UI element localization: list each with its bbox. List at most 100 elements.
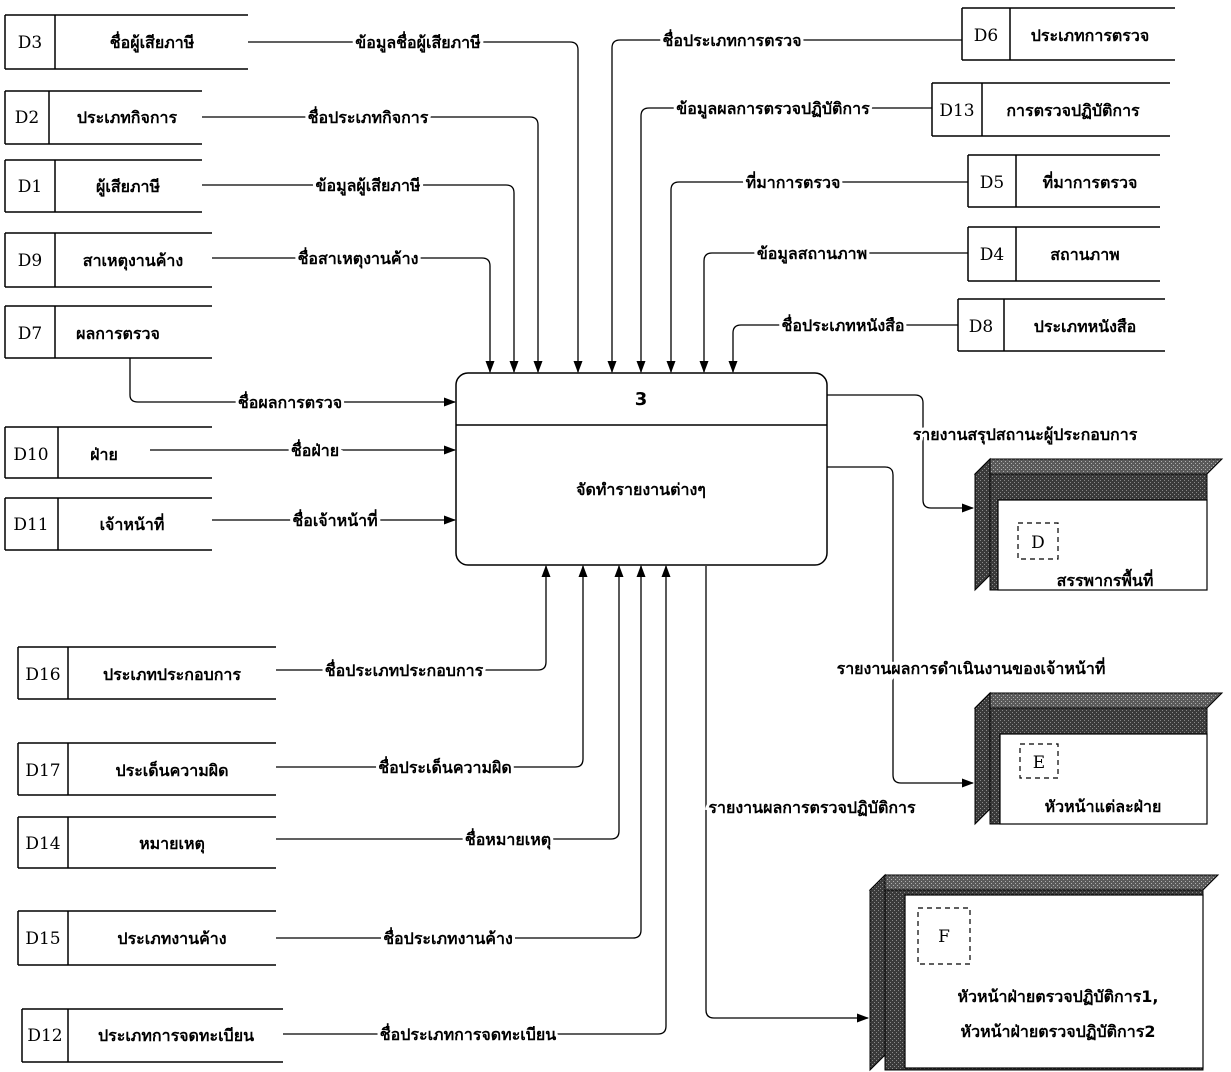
flow-label-d12: ชื่อประเภทการจดทะเบียน — [380, 1023, 557, 1044]
flow-d12-arrow — [283, 565, 671, 1035]
store-name: สถานภาพ — [1050, 245, 1119, 264]
store-name: ผลการตรวจ — [76, 324, 160, 343]
flow-label-d17: ชื่อประเด็นความผิด — [378, 756, 512, 777]
store-id: D3 — [18, 33, 42, 53]
store-name: สาเหตุงานค้าง — [83, 251, 183, 271]
flow-d16-arrow — [276, 565, 551, 671]
store-d4: D4 สถานภาพ — [967, 226, 1160, 282]
flow-label-to-e: รายงานผลการดำเนินงานของเจ้าหน้าที่ — [837, 657, 1106, 678]
entity-id-box — [1019, 743, 1059, 779]
entity-name-line-1: หัวหน้าฝ่ายตรวจปฏิบัติการ1, — [958, 987, 1159, 1006]
store-id: D7 — [18, 324, 42, 344]
flow-label-d4: ข้อมูลสถานภาพ — [757, 244, 867, 265]
process-number: 3 — [635, 389, 648, 410]
flow-to-d-arrow — [827, 394, 974, 513]
entity-face — [997, 499, 1208, 591]
flow-label-d14: ชื่อหมายเหตุ — [465, 828, 551, 850]
flow-label-d1: ข้อมูลผู้เสียภาษี — [316, 176, 421, 197]
store-name: การตรวจปฏิบัติการ — [1006, 101, 1140, 120]
store-d8: D8 ประเภทหนังสือ — [957, 298, 1165, 352]
store-id: D1 — [18, 177, 42, 197]
store-name: ประเภทการจดทะเบียน — [98, 1026, 254, 1045]
flow-label-d7: ชื่อผลการตรวจ — [238, 391, 342, 412]
flow-d1-arrow — [202, 184, 519, 373]
entity-f: F หัวหน้าฝ่ายตรวจปฏิบัติการ1, หัวหน้าฝ่า… — [868, 873, 1220, 1072]
flow-label-d13: ข้อมูลผลการตรวจปฏิบัติการ — [676, 99, 870, 120]
flow-label-d16: ชื่อประเภทประกอบการ — [325, 659, 484, 680]
store-d7: D7 ผลการตรวจ — [4, 305, 212, 359]
flow-to-f-arrow — [705, 566, 869, 1023]
flow-label-d6: ชื่อประเภทการตรวจ — [663, 29, 802, 50]
store-name: ประเภทการตรวจ — [1031, 26, 1150, 45]
store-id: D2 — [15, 108, 39, 128]
store-d10: D10 ฝ่าย — [4, 426, 212, 479]
entity-id: D — [1031, 533, 1045, 553]
store-d2: D2 ประเภทกิจการ — [4, 90, 202, 145]
store-name: ที่มาการตรวจ — [1043, 171, 1138, 192]
store-name: ฝ่าย — [90, 445, 118, 464]
entity-name-line-2: หัวหน้าฝ่ายตรวจปฏิบัติการ2 — [961, 1022, 1156, 1041]
store-d15: D15 ประเภทงานค้าง — [17, 910, 276, 966]
store-name: หมายเหตุ — [139, 834, 205, 854]
store-d17: D17 ประเด็นความผิด — [17, 742, 276, 796]
store-id: D5 — [980, 173, 1004, 193]
entity-d: D สรรพากรพื้นที่ — [973, 457, 1224, 592]
flow-d4-arrow — [699, 252, 968, 373]
store-id: D10 — [13, 445, 48, 465]
flow-d6-arrow — [607, 39, 962, 373]
store-id: D4 — [980, 245, 1004, 265]
flow-label-d8: ชื่อประเภทหนังสือ — [781, 314, 904, 335]
flow-label-d3: ข้อมูลชื่อผู้เสียภาษี — [355, 31, 481, 54]
store-name: ชื่อผู้เสียภาษี — [110, 31, 195, 54]
store-name: ประเภทประกอบการ — [103, 665, 241, 684]
flow-to-e-line — [827, 466, 894, 706]
entity-e: E หัวหน้าแต่ละฝ่าย — [973, 691, 1224, 826]
process-3: 3 จัดทำรายงานต่างๆ — [455, 372, 828, 566]
store-d5: D5 ที่มาการตรวจ — [967, 154, 1160, 208]
flow-to-e-arrow — [892, 706, 974, 788]
store-id: D12 — [27, 1026, 62, 1046]
flow-d9-arrow — [212, 257, 495, 373]
flow-d8-arrow — [728, 324, 958, 373]
store-id: D14 — [25, 834, 60, 854]
store-name: ผู้เสียภาษี — [96, 177, 161, 198]
flow-d7-arrow — [129, 358, 456, 407]
flow-d2-arrow — [202, 116, 543, 373]
flow-d3-arrow — [248, 41, 583, 373]
entity-face — [904, 894, 1204, 1069]
store-name: ประเภทกิจการ — [77, 108, 178, 127]
flow-label-d15: ชื่อประเภทงานค้าง — [383, 927, 513, 948]
flow-label-d11: ชื่อเจ้าหน้าที่ — [292, 509, 377, 530]
store-d13: D13 การตรวจปฏิบัติการ — [931, 82, 1170, 137]
store-id: D13 — [939, 101, 974, 121]
flow-label-to-f: รายงานผลการตรวจปฏิบัติการ — [708, 798, 916, 817]
store-id: D9 — [18, 251, 42, 271]
entity-name: หัวหน้าแต่ละฝ่าย — [1045, 797, 1162, 816]
entity-face — [999, 733, 1208, 825]
entity-name: สรรพากรพื้นที่ — [1057, 568, 1154, 590]
entity-id: E — [1033, 753, 1045, 773]
flow-label-to-d: รายงานสรุปสถานะผู้ประกอบการ — [913, 425, 1138, 446]
flow-label-d5: ที่มาการตรวจ — [746, 171, 841, 192]
flow-label-d2: ชื่อประเภทกิจการ — [308, 106, 429, 127]
store-d11: D11 เจ้าหน้าที่ — [4, 497, 212, 551]
entity-id: F — [938, 927, 950, 947]
entity-id-box — [1017, 522, 1059, 560]
flow-d15-arrow — [276, 565, 646, 939]
store-d16: D16 ประเภทประกอบการ — [17, 646, 276, 700]
store-name: เจ้าหน้าที่ — [100, 513, 165, 534]
store-id: D16 — [25, 665, 60, 685]
store-d9: D9 สาเหตุงานค้าง — [4, 232, 212, 288]
store-d14: D14 หมายเหตุ — [17, 816, 276, 869]
store-id: D17 — [25, 761, 60, 781]
store-id: D6 — [974, 26, 998, 46]
store-id: D8 — [969, 317, 993, 337]
store-id: D15 — [25, 929, 60, 949]
store-d12: D12 ประเภทการจดทะเบียน — [21, 1008, 283, 1063]
flow-label-d9: ชื่อสาเหตุงานค้าง — [298, 247, 419, 269]
flow-d17-arrow — [276, 565, 588, 768]
store-d6: D6 ประเภทการตรวจ — [961, 7, 1175, 61]
flow-label-d10: ชื่อฝ่าย — [291, 439, 339, 460]
store-d1: D1 ผู้เสียภาษี — [4, 159, 202, 213]
